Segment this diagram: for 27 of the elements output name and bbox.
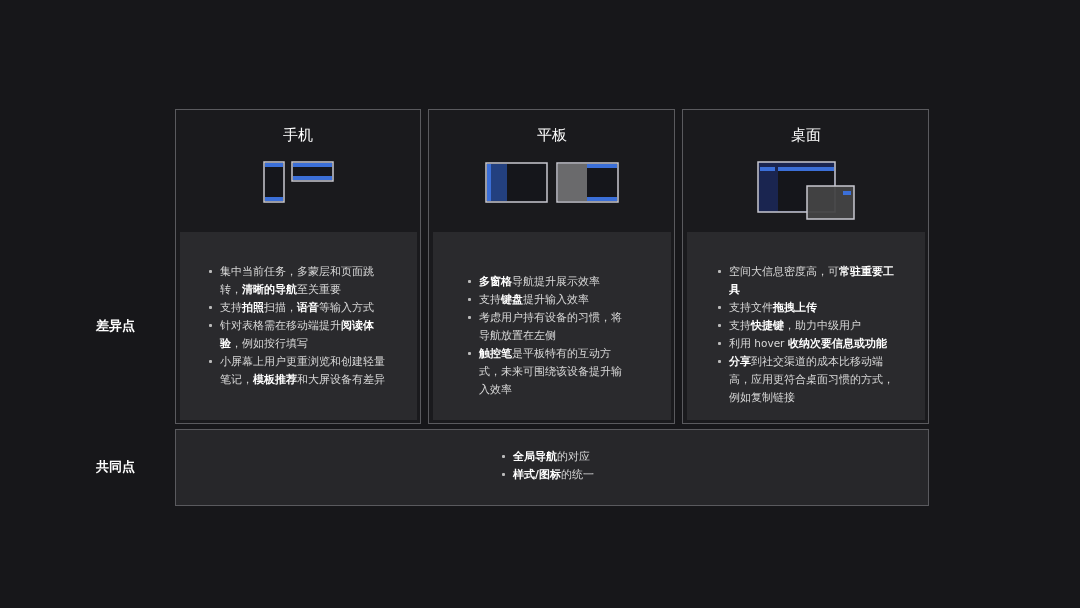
content-panel (180, 232, 417, 420)
column-card (682, 109, 929, 424)
row-label: 共同点 (96, 458, 135, 476)
card-title: 桌面 (790, 126, 821, 145)
summary-panel (175, 429, 929, 506)
bullet-text: 支持拍照扫描，语音等输入方式 (208, 298, 392, 316)
bullet-text: 考虑用户持有设备的习惯，将导航放置在左侧 (467, 308, 627, 344)
bullet-text: 支持文件拖拽上传 (717, 298, 901, 316)
bullet-text: 支持快捷键，助力中级用户 (717, 316, 901, 334)
bullet-text: 利用 hover 收纳次要信息或功能 (717, 334, 901, 352)
column-card (175, 109, 421, 424)
card-title: 平板 (536, 126, 567, 145)
content-panel (687, 232, 925, 420)
bullet-text: 分享到社交渠道的成本比移动端高，应用更符合桌面习惯的方式，例如复制链接 (717, 352, 901, 406)
bullet-text: 支持键盘提升输入效率 (467, 290, 627, 308)
bullet-text: 空间大信息密度高，可常驻重要工具 (717, 262, 901, 298)
bullet-text: 集中当前任务，多蒙层和页面跳转，清晰的导航至关重要 (208, 262, 392, 298)
content-panel (433, 232, 671, 420)
bullet-text: 针对表格需在移动端提升阅读体验，例如按行填写 (208, 316, 392, 352)
row-label: 差异点 (96, 317, 135, 335)
bullet-text: 小屏幕上用户更重浏览和创建轻量笔记，模板推荐和大屏设备有差异 (208, 352, 392, 388)
card-title: 手机 (283, 126, 313, 145)
column-card (428, 109, 675, 424)
bullet-text: 全局导航的对应 (501, 447, 621, 465)
bullet-text: 多窗格导航提升展示效率 (467, 272, 627, 290)
bullet-text: 样式/图标的统一 (501, 465, 621, 483)
bullet-text: 触控笔是平板特有的互动方式，未来可围绕该设备提升输入效率 (467, 344, 627, 398)
